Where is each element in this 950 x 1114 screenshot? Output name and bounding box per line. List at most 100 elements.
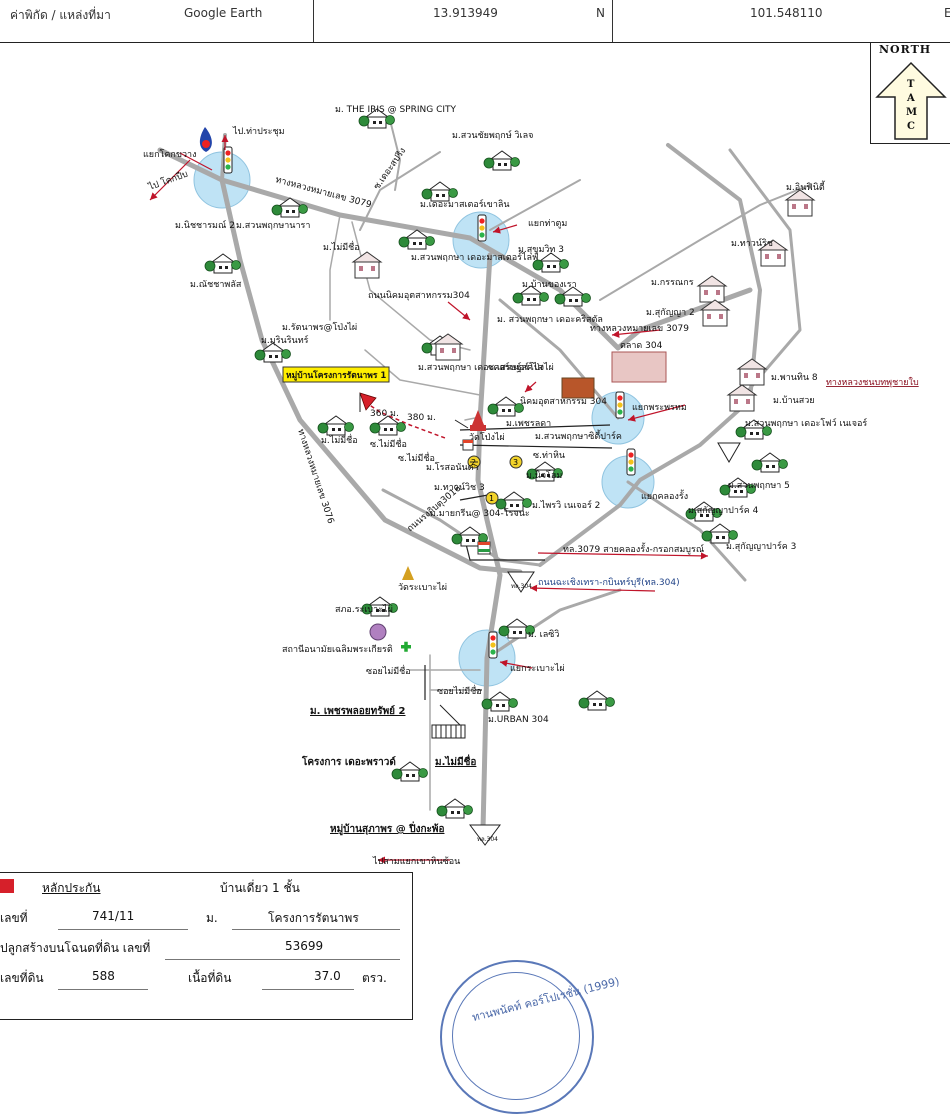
source-label: ค่าพิกัด / แหล่งที่มา (10, 8, 111, 22)
label-le-city: ม. เลซิวิ (528, 629, 559, 640)
label-yaek-khok-khwang: แยกโคกขวาง (143, 149, 196, 160)
legend-house-no: 741/11 (92, 909, 135, 923)
label-wat-pongpai: วัดโป่งไผ่ (469, 432, 505, 443)
source-value: Google Earth (184, 6, 263, 20)
coordinate-header: ค่าพิกัด / แหล่งที่มา Google Earth 13.91… (0, 0, 950, 43)
longitude-value: 101.548110 (750, 6, 823, 20)
police-station-icon (369, 623, 387, 641)
legend-area: 37.0 (314, 969, 341, 983)
label-suan-phruek-fit: ม.สวนพฤกษา เดอะโฟว์ เนเจอร์ (745, 417, 867, 429)
svg-text:3: 3 (513, 458, 518, 467)
label-wat-krabao: วัดระเบาะไผ่ (398, 582, 447, 593)
label-dist-380: 380 ม. (407, 413, 436, 423)
label-soi-mai-mee-chue-4: ซอยไม่มีชื่อ (437, 684, 482, 697)
label-road-3079-khlong: ทล.3079 สายคลองรั้ง-กรอกสมบูรณ์ (563, 542, 704, 555)
label-to-khok-pip: ไป โคกปีบ (146, 168, 189, 193)
subject-label-box (282, 366, 390, 383)
label-tol304-a: ทล.304 (511, 583, 532, 590)
convenience-store-icon-2 (462, 439, 474, 451)
route-to-subject (364, 401, 446, 439)
label-tol304-b: ทล.304 (477, 836, 498, 843)
label-the-iris: ม. THE IRIS @ SPRING CITY (335, 105, 457, 115)
label-mai-mee-chue-2: ม.ไม่มีชื่อ (321, 433, 358, 446)
label-sukanya-park3: ม.สุกัญญาปาร์ค 3 (726, 540, 796, 552)
north-arrow: NORTH T A M C (870, 42, 950, 144)
label-suan-phruek-master: ม.สวนพฤกษา เดอะมาสเตอร์ไลฟ์ (411, 251, 538, 263)
label-mayabreen-1: ม.มายกรีน@ 304-โรจนะ (430, 508, 530, 519)
label-ban-khong-khao: ม.บ้านของเรา (522, 279, 577, 290)
housing-project-plan (431, 704, 466, 739)
label-thawisuk: ม.ทาวน์วิช 3 (434, 481, 485, 493)
label-to-khao-hin-sorn: ไปสามแยกเขาหินซ้อน (372, 856, 460, 867)
market-304-icon (611, 351, 667, 383)
label-yaek-khlong-rang: แยกคลองรั้ง (641, 489, 688, 502)
legend-land-no: 588 (92, 969, 115, 983)
label-soi-mai-mee-chue-1: ซ.ไม่มีชื่อ (398, 451, 435, 464)
label-suan-phruek-nara: ม.สวนพฤกษานารา (236, 221, 310, 231)
legend-house-no-label: เลขที่ (0, 911, 28, 925)
latitude-value: 13.913949 (433, 6, 498, 20)
label-health-station: สถานีอนามัยเฉลิมพระเกียรติ (282, 644, 393, 655)
legend-deed-no: 53699 (285, 939, 324, 953)
label-to-tha-prachum: ไป.ท่าประชุม (232, 126, 285, 137)
label-suan-phruek5: ม.สวนพฤกษา 5 (728, 481, 790, 491)
subject-property-marker (359, 392, 377, 412)
health-station-icon (401, 641, 411, 652)
label-road-chachoengsao: ถนนฉะเชิงเทรา-กบินทร์บุรี(ทล.304) (538, 576, 680, 588)
location-map: 2 3 1 (143, 105, 919, 867)
label-sukhumvit: ม.สุขุมวิท 3 (518, 244, 564, 255)
label-natcha: ม.ณัชชาพลัส (190, 280, 242, 290)
legend-area-unit: ตรว. (362, 971, 387, 985)
label-kornkron: ม.กรรณกร (651, 278, 694, 288)
label-ratanaporn-pongpai: ม.รัตนาพร@โป่งไผ่ (282, 322, 357, 333)
village-icons (204, 108, 788, 819)
pointer-lines (454, 419, 478, 463)
label-the-master: ม.เดอะมาสเตอร์เขาลิน (420, 198, 510, 210)
latitude-unit: N (596, 6, 605, 20)
label-phanthin8: ม.พานทิน 8 (771, 372, 818, 383)
label-phetlada: ม.เพชรลดา (506, 419, 551, 429)
route-shield-c (717, 442, 741, 463)
legend-deed-label: ปลูกสร้างบนโฉนดที่ดิน เลขที่ (0, 941, 151, 955)
krabao-temple-icon (402, 566, 414, 580)
north-letter-m: M (906, 107, 918, 118)
industrial-estate-icon (561, 377, 595, 399)
gas-station-icon (199, 127, 212, 152)
legend-area-label: เนื้อที่ดิน (188, 971, 232, 985)
legend-land-no-label: เลขที่ดิน (0, 971, 44, 985)
property-legend: หลักประกัน บ้านเดี่ยว 1 ชั้น เลขที่ 741/… (0, 872, 413, 1020)
route-304-shield-b (469, 824, 501, 846)
label-phrai-nature2: ม.ไพรวิ เนเจอร์ 2 (532, 499, 600, 511)
label-mai-mee-chue-3: ม.ไม่มีชื่อ (435, 754, 476, 768)
north-label: NORTH (879, 43, 932, 56)
label-the-palace: โครงการ เดอะพราวด์ (301, 755, 396, 768)
label-nitchanun2: ม.นิชชารมณ์ 2 (175, 219, 235, 231)
label-yaek-krabao: แยกระเบาะไผ่ (510, 663, 565, 674)
temple-icon (470, 410, 486, 431)
convenience-store-icon (477, 541, 491, 555)
label-talad-304: ตลาด 304 (620, 341, 663, 351)
route-304-shield-a (507, 571, 535, 593)
label-highway-link: ทางหลวงชนบทพุชายใบ (826, 377, 919, 388)
label-highway-3079-right: ทางหลวงหมายเลข 3079 (590, 324, 689, 334)
label-soi-mai-mee-chue-2: ซ.ไม่มีชื่อ (370, 437, 407, 450)
label-sukanya-park4: ม.สุกัญญาปาร์ค 4 (688, 504, 759, 516)
legend-house-type: บ้านเดี่ยว 1 ชั้น (220, 881, 300, 895)
label-nichaya: ม.นิวโฮม (526, 470, 562, 481)
label-ban-suay: ม.บ้านสวย (773, 395, 815, 406)
annotation-arrows (149, 135, 709, 864)
label-road-304-nikhom: ถนนนิคมอุตสาหกรรม304 (368, 290, 470, 301)
label-suan-phruek-crystal: ม. สวนพฤกษา เดอะคริสตัล (497, 314, 603, 325)
label-soi-tha-hin: ซ.ท่าหิน (533, 450, 565, 461)
label-rot-ananda: ม.โรสอนันดา (426, 462, 479, 473)
label-munin: ม.มุรินรินทร์ (261, 334, 309, 346)
label-soi-mai-mee-chue-3: ซอยไม่มีชื่อ (366, 664, 411, 677)
label-petcharat: ม. เพชรพลอยทรัพย์ 2 (310, 705, 406, 717)
label-suphaphorn: หมู่บ้านสุภาพร @ ปิ่งกะพ้อ (330, 821, 444, 836)
label-the-wanrich: ม.ทาวน์ริช (731, 237, 773, 249)
north-letter-c: C (907, 121, 915, 132)
label-suan-chaiyaphruek: ม.สวนชัยพฤกษ์ วิเลจ (452, 129, 533, 141)
north-letter-a: A (907, 93, 915, 104)
label-the-infinity: ม.อินฟินิตี้ (786, 180, 826, 193)
label-mai-mee-chue-1: ม.ไม่มีชื่อ (323, 240, 360, 253)
